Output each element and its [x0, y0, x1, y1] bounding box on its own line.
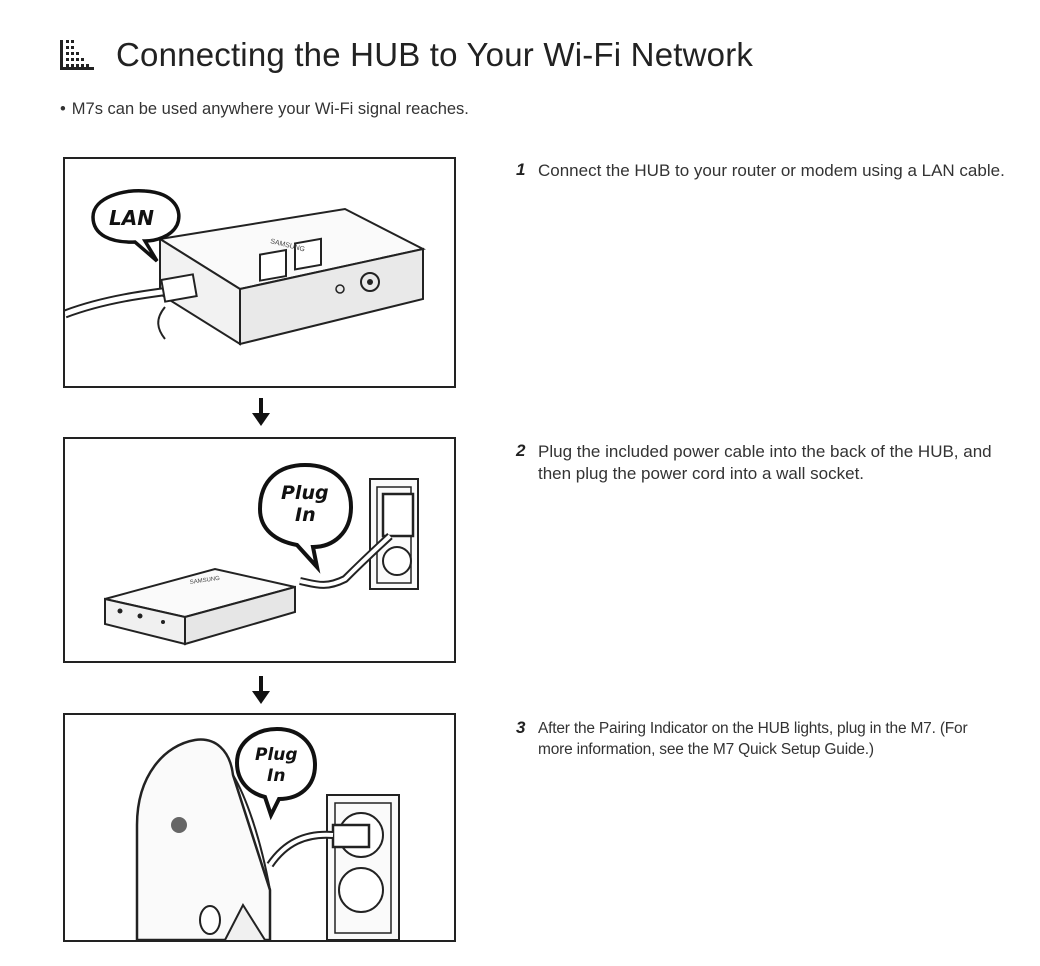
step-text: Connect the HUB to your router or modem …: [538, 161, 1005, 180]
step-text: Plug the included power cable into the b…: [538, 442, 992, 483]
hub-power-illustration: SAMSUNG Plug In: [104, 462, 419, 646]
m7-bubble-line1: Plug: [255, 745, 298, 765]
bar-grid-icon: [60, 40, 94, 70]
step-1: 1 Connect the HUB to your router or mode…: [516, 160, 1006, 182]
bullet-dot: •: [60, 100, 66, 118]
step-number: 1: [516, 160, 526, 179]
figure-m7-plug-in: Plug In: [63, 713, 456, 942]
step-number: 2: [516, 441, 526, 460]
down-arrow-icon: [252, 676, 270, 704]
step-number: 3: [516, 718, 526, 737]
plug-bubble-line2: In: [295, 504, 316, 526]
figure-lan-connection: SAMSUNG LAN: [63, 157, 456, 388]
intro-note: • M7s can be used anywhere your Wi-Fi sig…: [60, 100, 469, 119]
figure-hub-power: SAMSUNG Plug In: [63, 437, 456, 663]
step-text: After the Pairing Indicator on the HUB l…: [538, 720, 968, 758]
plug-bubble-line1: Plug: [281, 482, 329, 504]
down-arrow-icon: [252, 398, 270, 426]
step-3: 3 After the Pairing Indicator on the HUB…: [516, 718, 1006, 760]
hub-lan-illustration: SAMSUNG LAN: [65, 188, 426, 346]
m7-plug-illustration: Plug In: [135, 726, 400, 940]
m7-bubble-line2: In: [267, 766, 285, 786]
intro-text: M7s can be used anywhere your Wi-Fi sign…: [71, 100, 469, 118]
lan-bubble-label: LAN: [109, 206, 154, 230]
page-header: Connecting the HUB to Your Wi-Fi Network: [60, 36, 753, 74]
page-title: Connecting the HUB to Your Wi-Fi Network: [116, 36, 754, 73]
step-2: 2 Plug the included power cable into the…: [516, 441, 1006, 485]
brand-logo: SAMSUNG: [189, 576, 220, 586]
